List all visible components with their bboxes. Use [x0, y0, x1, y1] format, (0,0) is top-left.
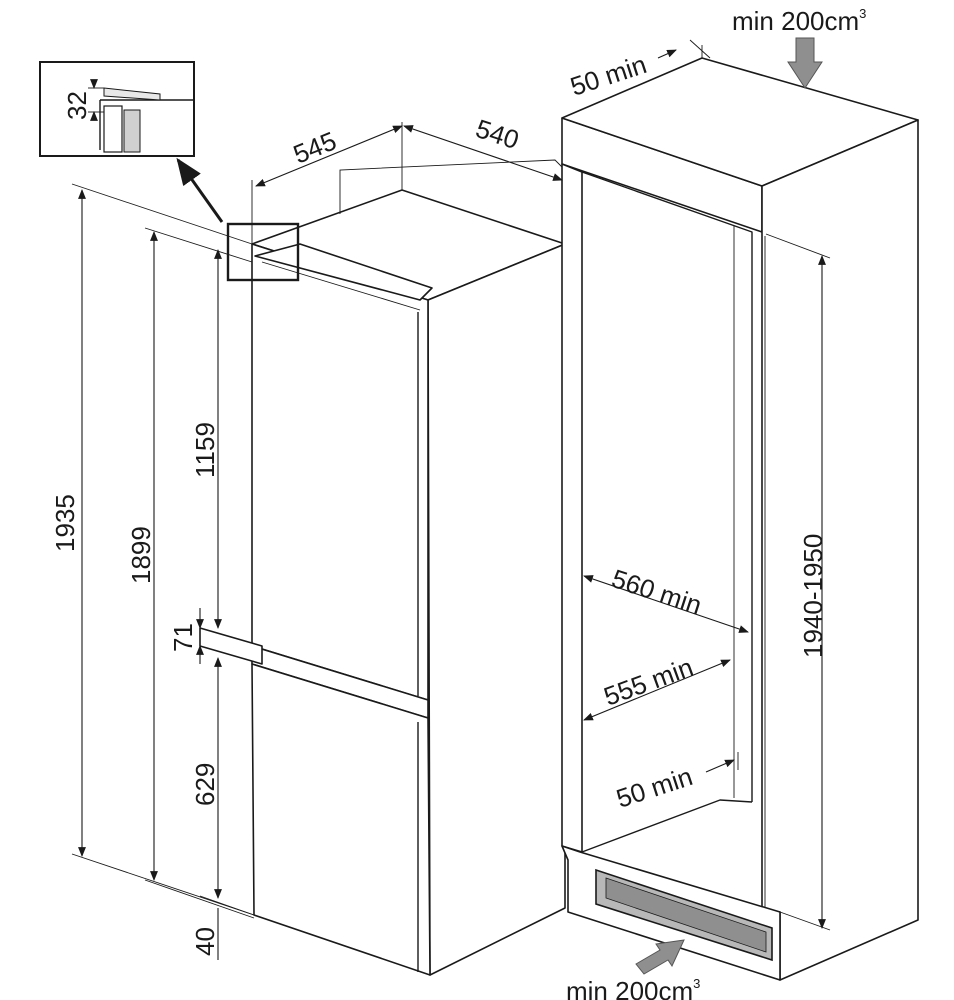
zoom-arrow [176, 157, 224, 223]
niche-cabinet [561, 39, 919, 981]
fridge-side-face [427, 243, 566, 976]
depth-540-label: 540 [472, 113, 523, 155]
niche-width-label: 560 min [608, 563, 705, 620]
height-1935-label: 1935 [50, 494, 80, 552]
vent-top-label: min 200cm3 [732, 6, 866, 36]
width-545-label: 545 [289, 125, 340, 169]
height-1899-label: 1899 [126, 526, 156, 584]
gap-71-label: 71 [168, 623, 198, 652]
plinth-40-label: 40 [190, 927, 220, 956]
height-629-label: 629 [190, 763, 220, 806]
niche-height-label: 1940-1950 [798, 534, 828, 658]
top-rail [254, 243, 433, 301]
detail-inset: 32 [39, 61, 300, 282]
vent-top-arrow [787, 37, 823, 89]
niche-side-panel [761, 119, 919, 981]
niche-depth-label: 555 min [600, 652, 697, 712]
fridge-lower-door [251, 663, 431, 976]
rear-gap-label: 50 min [613, 761, 696, 814]
detail-32-label: 32 [62, 91, 92, 120]
fridge-appliance [199, 122, 566, 976]
zoom-box [226, 222, 300, 282]
niche-left-edge [561, 163, 583, 853]
fridge-upper-door [251, 243, 429, 701]
vent-bottom-label: min 200cm3 [566, 976, 700, 1000]
height-1159-label: 1159 [190, 422, 220, 478]
vent-bottom-arrow [635, 939, 685, 975]
